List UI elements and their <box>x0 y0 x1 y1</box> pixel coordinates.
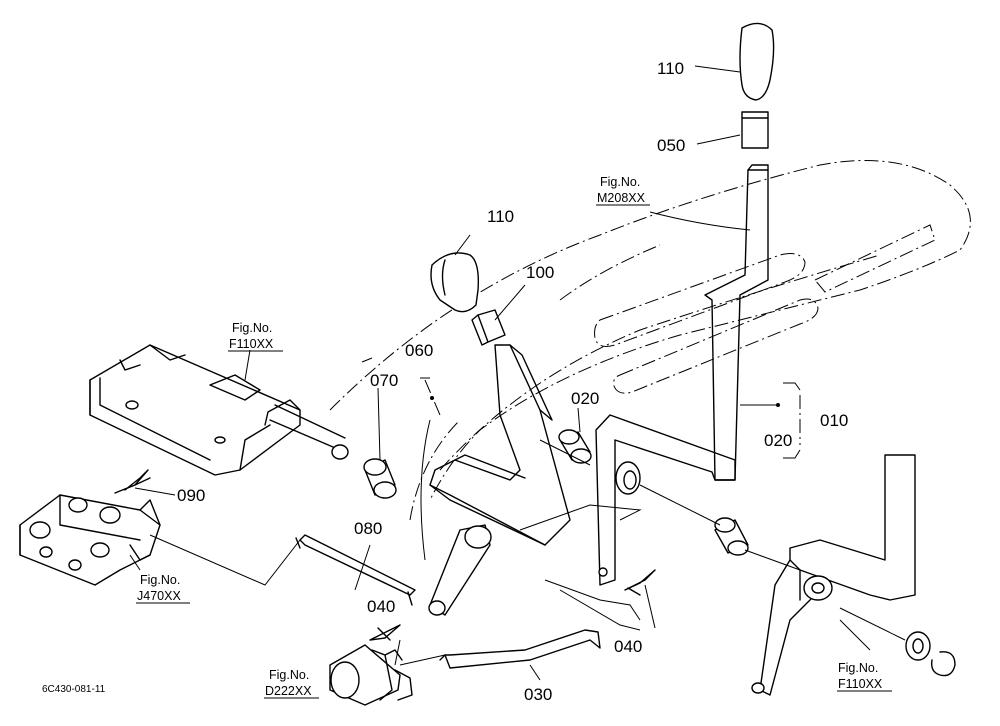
callout-070: 070 <box>370 371 398 390</box>
part-callouts: 110 050 110 100 060 070 020 010 020 090 … <box>177 59 848 704</box>
callout-110-mid: 110 <box>487 207 514 226</box>
left-bracket-plate <box>89 344 349 476</box>
right-bracket <box>751 454 956 696</box>
rod-080 <box>295 534 416 606</box>
lever-060 <box>420 344 571 616</box>
callout-020-b: 020 <box>764 431 792 450</box>
fig-ref-j470: Fig.No. J470XX <box>136 573 190 604</box>
clip-040-right <box>624 569 656 596</box>
fender-panel <box>329 160 971 521</box>
leader-lines <box>129 65 906 681</box>
svg-text:F110XX: F110XX <box>229 337 274 351</box>
fig-refs: Fig.No. M208XX Fig.No. F110XX Fig.No. J4… <box>136 175 892 699</box>
lever-010 <box>595 164 769 586</box>
callout-090: 090 <box>177 486 205 505</box>
svg-text:D222XX: D222XX <box>265 684 312 698</box>
fig-ref-m208: Fig.No. M208XX <box>596 175 650 206</box>
drawing-code: 6C430-081-11 <box>42 684 106 695</box>
rod-030 <box>439 629 601 669</box>
svg-text:Fig.No.: Fig.No. <box>600 175 640 189</box>
callout-060: 060 <box>405 341 433 360</box>
clip-090 <box>114 469 176 496</box>
bushing-020-right <box>714 517 749 556</box>
callout-030: 030 <box>524 685 552 704</box>
fig-ref-d222: Fig.No. D222XX <box>264 668 319 699</box>
spacer-100 <box>471 309 506 346</box>
knob-110-mid <box>430 252 480 313</box>
svg-text:Fig.No.: Fig.No. <box>269 668 309 682</box>
spacer-050 <box>741 111 769 149</box>
callout-040-b: 040 <box>614 637 642 656</box>
svg-text:Fig.No.: Fig.No. <box>140 573 180 587</box>
cylinder <box>329 644 446 706</box>
svg-text:F110XX: F110XX <box>838 677 883 691</box>
callout-010: 010 <box>820 411 848 430</box>
callout-050: 050 <box>657 136 685 155</box>
callout-110-top: 110 <box>657 59 684 78</box>
svg-text:J470XX: J470XX <box>137 589 181 603</box>
clip-040-left <box>369 624 401 641</box>
bushing-070 <box>363 387 397 499</box>
callout-040-a: 040 <box>367 597 395 616</box>
bushing-020-top <box>558 429 592 464</box>
callout-020-a: 020 <box>571 389 599 408</box>
fig-ref-f110-left: Fig.No. F110XX <box>228 321 283 352</box>
svg-text:Fig.No.: Fig.No. <box>232 321 272 335</box>
callout-100: 100 <box>526 263 554 282</box>
callout-080: 080 <box>354 519 382 538</box>
knob-110-top <box>739 22 775 101</box>
svg-text:M208XX: M208XX <box>597 191 646 205</box>
svg-text:Fig.No.: Fig.No. <box>838 661 878 675</box>
valve-block <box>19 494 301 586</box>
fig-ref-f110-right: Fig.No. F110XX <box>837 661 892 692</box>
